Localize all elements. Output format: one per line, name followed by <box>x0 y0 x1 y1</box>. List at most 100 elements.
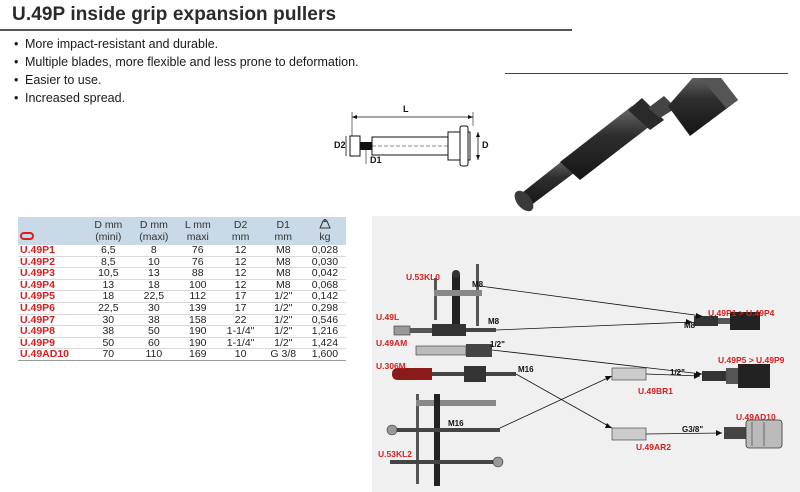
kit-label-u49br1: U.49BR1 <box>638 386 673 396</box>
dimension-d2-label: D2 <box>334 140 346 150</box>
kit-dim-m8-top: M8 <box>472 280 484 289</box>
table-cell: 1/2" <box>262 314 304 327</box>
kit-dim-g38: G3/8" <box>682 425 704 434</box>
reference-cell: U.49P6 <box>18 302 86 315</box>
kit-dim-m8-mid: M8 <box>488 317 500 326</box>
table-cell: 190 <box>177 337 219 350</box>
kit-dim-m16-top: M16 <box>518 365 534 374</box>
table-cell: 1-1/4" <box>218 337 263 350</box>
page-title: U.49P inside grip expansion pullers <box>12 4 337 25</box>
table-cell: 169 <box>177 348 219 361</box>
table-cell: 22 <box>218 314 263 327</box>
table-cell: 0,546 <box>303 314 346 327</box>
table-cell: 30 <box>130 302 178 315</box>
puller-product-image <box>514 78 738 212</box>
dimension-d1-label: D1 <box>370 155 382 165</box>
table-cell: 1/2" <box>262 325 304 338</box>
table-cell: 38 <box>86 325 131 338</box>
table-cell: 1/2" <box>262 302 304 315</box>
table-cell: 12 <box>218 267 263 280</box>
table-cell: 22,5 <box>130 290 178 303</box>
table-cell: 0,142 <box>303 290 346 303</box>
table-cell: 12 <box>218 256 263 269</box>
dimension-d-label: D <box>482 140 489 150</box>
reference-cell: U.49P2 <box>18 256 86 269</box>
kit-label-u49p5-p9: U.49P5 > U.49P9 <box>718 355 785 365</box>
reference-column-header <box>18 217 86 245</box>
kit-dim-half-inch-top: 1/2" <box>490 340 505 349</box>
kit-label-u49ad10: U.49AD10 <box>736 412 776 422</box>
table-cell: 50 <box>130 325 178 338</box>
kit-label-u53kl2: U.53KL2 <box>378 449 413 459</box>
table-cell: 1,600 <box>303 348 346 361</box>
reference-cell: U.49P7 <box>18 314 86 327</box>
table-cell: 12 <box>218 245 263 257</box>
accessories-drawing <box>386 264 783 486</box>
kit-label-u49l: U.49L <box>376 312 400 322</box>
kit-dim-half-inch-right: 1/2" <box>670 368 685 377</box>
accessories-diagram: U.53KL0 M8 U.49L M8 U.49AM 1/2" U.306M M… <box>372 216 800 492</box>
reference-cell: U.49P8 <box>18 325 86 338</box>
puller-icon <box>20 232 34 240</box>
table-cell: 10 <box>218 348 263 361</box>
reference-cell: U.49P1 <box>18 245 86 257</box>
kit-dim-m8-right: M8 <box>684 321 696 330</box>
table-cell: 30 <box>86 314 131 327</box>
weight-column-header: kg <box>303 217 346 245</box>
table-cell: M8 <box>262 245 304 257</box>
table-cell: 1,216 <box>303 325 346 338</box>
table-cell: 76 <box>177 245 219 257</box>
table-cell: 12 <box>218 279 263 292</box>
table-cell: 8 <box>130 245 178 257</box>
reference-cell: U.49P4 <box>18 279 86 292</box>
table-cell: 10,5 <box>86 267 131 280</box>
dimension-drawing <box>345 112 480 167</box>
table-cell: 1/2" <box>262 337 304 350</box>
table-cell: 70 <box>86 348 131 361</box>
weight-icon <box>305 218 345 231</box>
table-cell: 139 <box>177 302 219 315</box>
dimension-l-label: L <box>403 104 409 114</box>
kit-dim-m16-bottom: M16 <box>448 419 464 428</box>
table-cell: 50 <box>86 337 131 350</box>
table-cell: 60 <box>130 337 178 350</box>
kit-label-u306m: U.306M <box>376 361 406 371</box>
feature-item: •Increased spread. <box>14 91 126 105</box>
table-cell: 0,028 <box>303 245 346 257</box>
table-cell: 18 <box>86 290 131 303</box>
table-cell: 1/2" <box>262 290 304 303</box>
title-divider <box>0 29 572 31</box>
feature-item: •Easier to use. <box>14 73 102 87</box>
table-cell: M8 <box>262 267 304 280</box>
kit-label-u49ar2: U.49AR2 <box>636 442 671 452</box>
kit-label-u49am: U.49AM <box>376 338 408 348</box>
reference-cell: U.49P9 <box>18 337 86 350</box>
table-cell: 10 <box>130 256 178 269</box>
reference-cell: U.49P3 <box>18 267 86 280</box>
table-cell: G 3/8 <box>262 348 304 361</box>
kit-label-u53kl0: U.53KL0 <box>406 272 441 282</box>
table-cell: 0,298 <box>303 302 346 315</box>
table-cell: 76 <box>177 256 219 269</box>
table-cell: M8 <box>262 256 304 269</box>
table-cell: 8,5 <box>86 256 131 269</box>
table-cell: 13 <box>86 279 131 292</box>
table-cell: 0,042 <box>303 267 346 280</box>
kit-label-u49p1-p4: U.49P1 > U.49P4 <box>708 308 775 318</box>
table-cell: 17 <box>218 290 263 303</box>
table-cell: 0,030 <box>303 256 346 269</box>
table-cell: 6,5 <box>86 245 131 257</box>
